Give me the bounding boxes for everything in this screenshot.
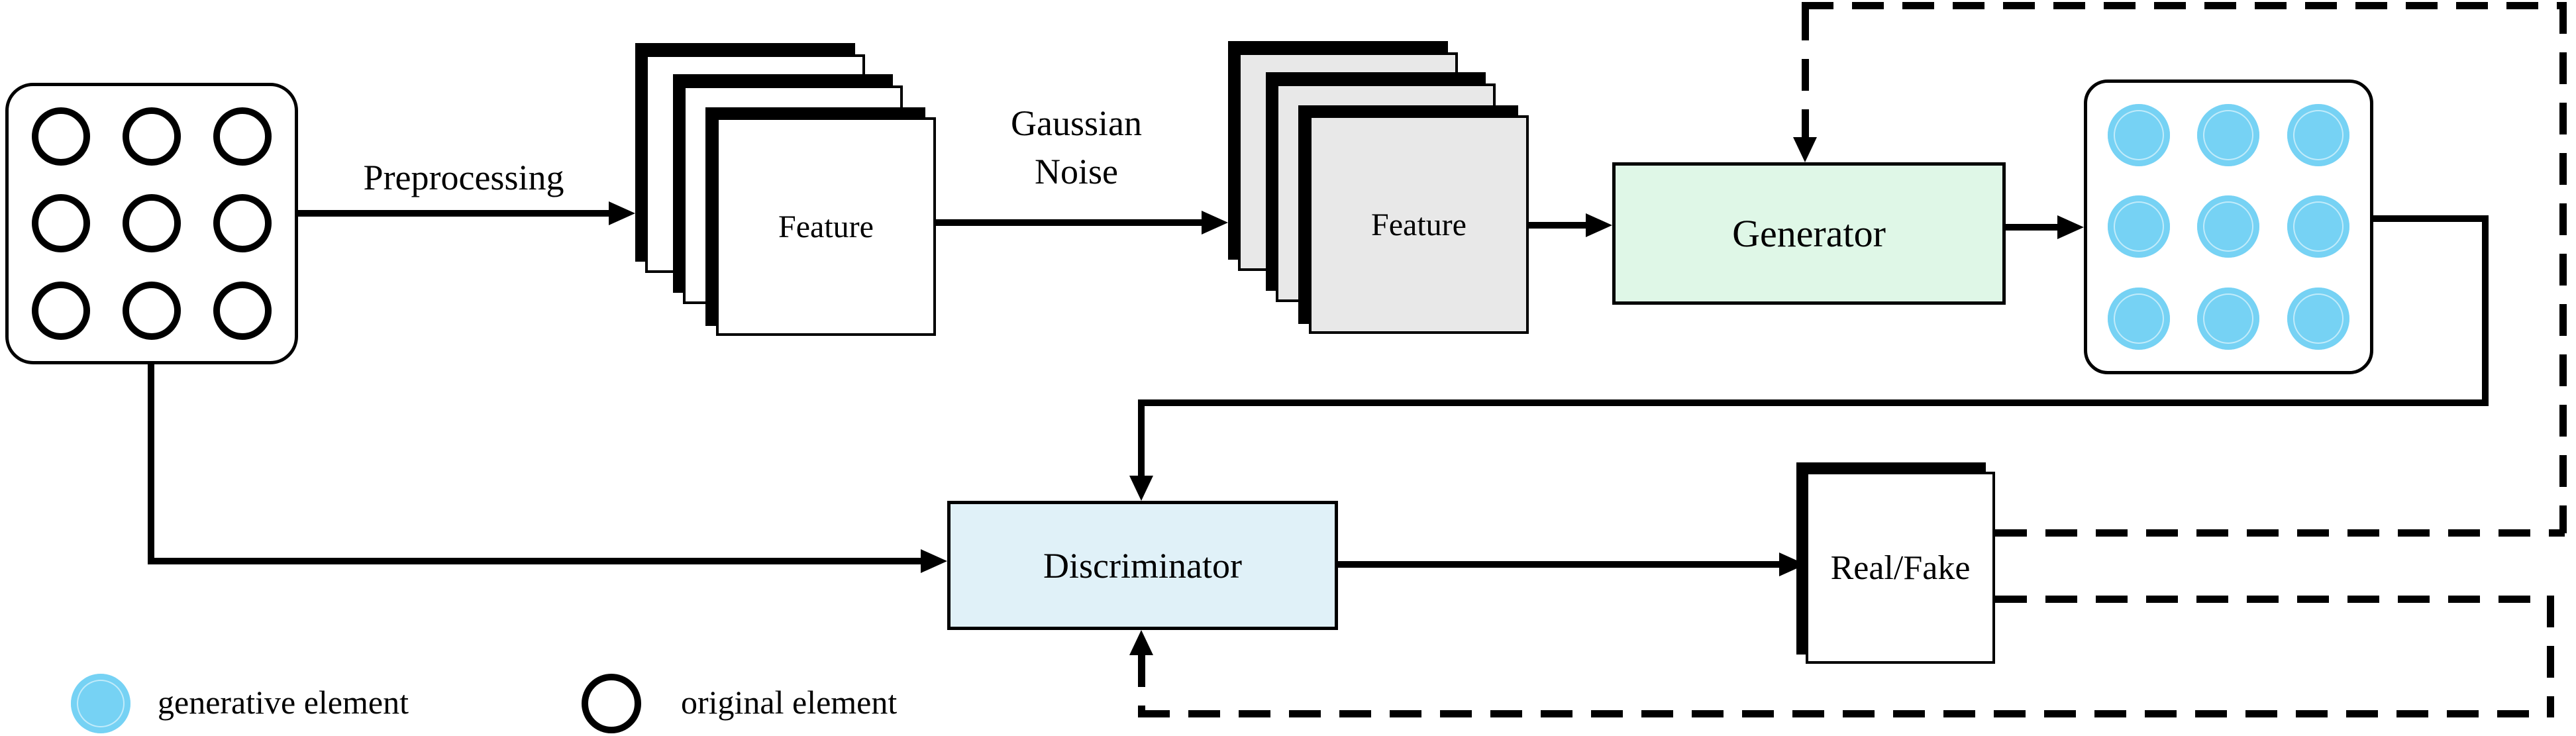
legend-original-label: original element: [681, 684, 898, 721]
discriminator-label: Discriminator: [1043, 545, 1242, 586]
arrow-preprocessing-line: [298, 210, 613, 217]
arrowhead-right-icon: [2057, 215, 2084, 239]
legend-original-swatch-icon: [582, 674, 641, 733]
generative-element-circle: [2197, 195, 2260, 258]
arrowhead-down-icon: [1129, 476, 1153, 501]
generative-element-circle: [2197, 287, 2260, 350]
original-out-line-v: [148, 363, 154, 564]
original-element-circle: [213, 282, 272, 341]
arrowhead-right-icon: [609, 201, 635, 225]
original-element-circle: [122, 282, 181, 341]
generative-element-circle: [2107, 195, 2170, 258]
generated-out-line-h1: [2373, 215, 2489, 222]
generative-element-circle: [2107, 287, 2170, 350]
original-element-circle: [31, 282, 90, 341]
arrowhead-right-icon: [1202, 211, 1228, 235]
arrow-to-generator-line: [1527, 222, 1588, 229]
original-element-circle: [31, 194, 90, 253]
feedback-generator-line-h1: [1995, 529, 2565, 537]
discriminator-box: Discriminator: [947, 501, 1338, 630]
arrow-gaussian-line: [935, 219, 1206, 226]
feedback-generator-line-h2: [1802, 2, 2567, 9]
feedback-generator-line-v2: [1802, 9, 1809, 137]
generative-element-circle: [2287, 104, 2350, 167]
gaussian-noise-line1: Gaussian: [1011, 103, 1142, 143]
real-fake-box: Real/Fake: [1796, 462, 1995, 664]
feedback-discriminator-line-v2: [1138, 655, 1145, 711]
legend-generative-label: generative element: [158, 684, 409, 721]
arrowhead-up-icon: [1129, 630, 1153, 655]
real-fake-page: Real/Fake: [1806, 472, 1995, 664]
generated-out-line-v: [2482, 215, 2489, 406]
generative-element-circle: [2107, 104, 2170, 167]
feedback-generator-line-v: [2559, 2, 2567, 533]
original-element-circle: [122, 107, 181, 166]
discriminator-out-line: [1338, 561, 1782, 568]
feature-label: Feature: [1371, 207, 1467, 242]
real-fake-label: Real/Fake: [1830, 549, 1971, 587]
feedback-discriminator-line-h2: [1138, 710, 2554, 717]
feature-stack-noise: Feature: [1228, 41, 1529, 334]
generated-elements-box: [2084, 79, 2373, 374]
gaussian-noise-label: Gaussian Noise: [947, 99, 1206, 196]
original-element-circle: [31, 107, 90, 166]
stack-front-page: Feature: [716, 117, 936, 336]
arrowhead-down-icon: [1793, 137, 1817, 162]
preprocessing-label: Preprocessing: [363, 158, 564, 197]
generated-out-line-h2: [1138, 399, 2489, 406]
feedback-discriminator-line-v: [2547, 596, 2554, 717]
generated-out-line-v2: [1138, 399, 1145, 478]
original-out-line-h: [148, 558, 923, 564]
original-elements-box: [5, 83, 298, 364]
arrow-to-generated-line: [2006, 224, 2060, 231]
original-element-circle: [122, 194, 181, 253]
gaussian-noise-line2: Noise: [1035, 151, 1118, 191]
original-element-circle: [213, 194, 272, 253]
legend-generative-swatch-icon: [71, 674, 130, 733]
generative-element-circle: [2287, 287, 2350, 350]
arrowhead-right-icon: [1586, 213, 1612, 237]
generative-element-circle: [2197, 104, 2260, 167]
generative-element-circle: [2287, 195, 2350, 258]
feature-label: Feature: [778, 209, 874, 244]
generator-label: Generator: [1732, 212, 1886, 255]
arrowhead-right-icon: [921, 549, 947, 573]
feature-stack-original: Feature: [635, 43, 936, 336]
generator-box: Generator: [1612, 162, 2006, 305]
stack-front-page: Feature: [1309, 115, 1529, 334]
original-element-circle: [213, 107, 272, 166]
feedback-discriminator-line-h1: [1995, 596, 2554, 603]
